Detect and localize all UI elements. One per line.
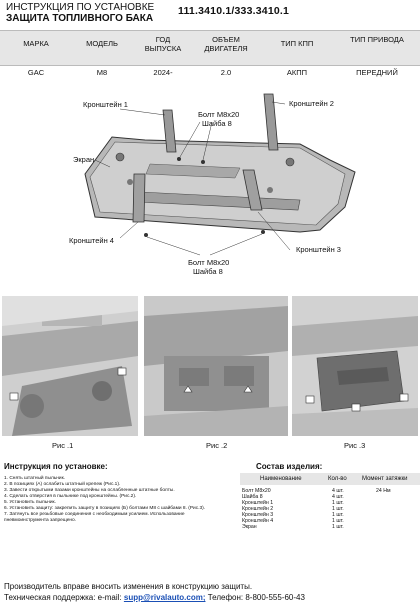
label-washer-bottom: Шайба 8 [193,267,223,276]
component-qty: 1 шт. [332,500,344,506]
spec-header-drive: ТИП ПРИВОДА [350,35,404,44]
caption-fig-3: Рис .3 [344,441,366,450]
shield-plate [84,136,356,233]
component-name: Экран [242,524,257,530]
label-bracket-1: Кронштейн 1 [83,100,128,109]
spec-header-year: ГОД ВЫПУСКА [144,35,182,53]
component-name: Кронштейн 3 [242,512,274,518]
spec-table-header: МАРКА МОДЕЛЬ ГОД ВЫПУСКА ОБЪЕМ ДВИГАТЕЛЯ… [0,30,420,66]
component-qty: 1 шт. [332,524,344,530]
instruction-step: 4. Сделать отверстия в пыльнике под крон… [4,494,137,499]
instructions-title: Инструкция по установке: [4,462,108,471]
part-numbers: 111.3410.1/333.3410.1 [178,5,290,17]
caption-fig-2: Рис .2 [206,441,228,450]
leader-lines [94,101,291,256]
instruction-step: 7. Затянуть все резьбовые соединения с н… [4,512,185,517]
spec-header-brand: МАРКА [23,39,49,48]
spec-value-model: M8 [96,68,108,77]
bracket-1-drawing [162,109,177,153]
instruction-step: 3. Завести открытыми пазами кронштейны н… [4,488,175,493]
spec-header-engine: ОБЪЕМ ДВИГАТЕЛЯ [204,35,248,53]
components-header-torque: Момент затяжки [362,476,408,482]
component-qty: 1 шт. [332,512,344,518]
document-title: ИНСТРУКЦИЯ ПО УСТАНОВКЕ ЗАЩИТА ТОПЛИВНОГ… [6,2,156,24]
component-qty: 4 шт. [332,494,344,500]
spec-value-engine: 2.0 [220,68,232,77]
spec-table-row: GAC M8 2024- 2.0 АКПП ПЕРЕДНИЙ [0,64,420,80]
spec-value-drive: ПЕРЕДНИЙ [356,68,398,77]
components-header: Наименование Кол-во Момент затяжки [240,473,420,485]
component-name: Кронштейн 4 [242,518,274,524]
component-name: Кронштейн 2 [242,506,274,512]
component-torque: 24 Нм [376,488,391,494]
components-title: Состав изделия: [256,462,323,471]
component-name: Кронштейн 1 [242,500,274,506]
instructions-steps: 1. Снять штатный пыльник. 2. В позициях … [4,476,234,524]
bracket-3-drawing [242,169,263,211]
label-washer-top: Шайба 8 [202,119,232,128]
label-bolt-bottom: Болт М8х20 [188,258,230,267]
title-line-2: ЗАЩИТА ТОПЛИВНОГО БАКА [6,13,154,24]
photo-fig-3 [292,296,418,436]
footer-support: Техническая поддержка: e-mail: supp@riva… [4,592,305,603]
label-bracket-2: Кронштейн 2 [289,99,334,108]
spec-header-model: МОДЕЛЬ [86,39,118,48]
spec-value-brand: GAC [27,68,45,77]
label-bolt-top: Болт М8х20 [198,110,240,119]
photo-fig-1 [2,296,138,436]
instruction-step: 5. Установить пыльник. [4,500,56,505]
bracket-2-drawing [263,93,279,151]
spec-value-year: 2024- [153,68,173,77]
caption-fig-1: Рис .1 [52,441,74,450]
bolt-markers [144,157,265,237]
photo-fig-2 [144,296,288,436]
components-header-qty: Кол-во [328,476,347,482]
instruction-step: 1. Снять штатный пыльник. [4,476,66,481]
support-email-link[interactable]: supp@rivalauto.com; [123,593,206,602]
title-line-1: ИНСТРУКЦИЯ ПО УСТАНОВКЕ [6,2,155,13]
label-screen: Экран [73,155,95,164]
components-rows: Болт М8х20 4 шт. 24 Нм Шайба 8 4 шт. Кро… [240,488,420,538]
components-header-name: Наименование [260,476,302,482]
spec-header-gearbox: ТИП КПП [280,39,314,48]
support-label: Техническая поддержка: e-mail: [4,593,124,602]
component-qty: 4 шт. [332,488,344,494]
spec-value-gearbox: АКПП [286,68,308,77]
component-name: Болт М8х20 [242,488,271,494]
support-phone: Телефон: 8-800-555-60-43 [205,593,305,602]
component-qty: 1 шт. [332,518,344,524]
label-bracket-3: Кронштейн 3 [296,245,341,254]
label-bracket-4: Кронштейн 4 [69,236,114,245]
assembly-diagram [84,93,356,256]
instruction-step: 6. Установить защиту: закрепить защиту в… [4,506,206,511]
bracket-4-drawing [132,173,146,223]
footer-disclaimer: Производитель вправе вносить изменения в… [4,582,253,591]
instruction-step: 2. В позициях (А) ослабить штатный крепе… [4,482,121,487]
footer: Производитель вправе вносить изменения в… [4,581,305,603]
component-qty: 1 шт. [332,506,344,512]
instruction-step: пневмоинструмента запрещено. [4,518,77,523]
component-name: Шайба 8 [242,494,263,500]
